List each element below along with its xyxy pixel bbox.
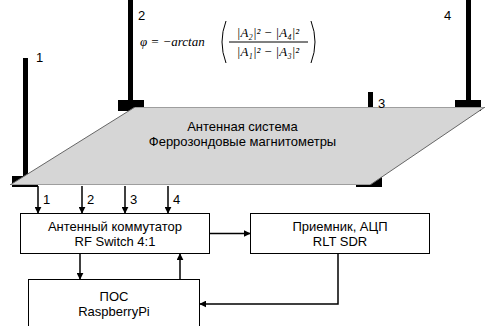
antenna-number: 4 bbox=[444, 8, 451, 23]
raspberry-icon bbox=[170, 283, 185, 304]
antenna-rod bbox=[128, 0, 133, 104]
antenna-number: 3 bbox=[378, 96, 385, 111]
connector-arrow bbox=[37, 186, 39, 213]
antenna-plane: Антенная системаФеррозондовые магнитомет… bbox=[10, 107, 485, 185]
port-number: 2 bbox=[87, 192, 94, 207]
port-number: 4 bbox=[173, 192, 180, 207]
antenna-number: 1 bbox=[36, 50, 43, 65]
formula-bracket bbox=[222, 21, 226, 63]
plane-label: Антенная система bbox=[187, 119, 298, 134]
box-text: Приемник, АЦП RLT SDR bbox=[283, 219, 398, 249]
antenna-rod bbox=[466, 0, 471, 104]
connector-arrow bbox=[210, 233, 250, 235]
port-number: 1 bbox=[43, 192, 50, 207]
connector-arrow bbox=[124, 186, 126, 213]
plane-shape bbox=[10, 107, 485, 185]
process-box: ПОС RaspberryPi bbox=[28, 279, 200, 326]
formula-text: φ = −arctan bbox=[140, 34, 205, 49]
antenna-rod bbox=[368, 92, 373, 180]
connector-arrow bbox=[200, 254, 338, 304]
antenna-base bbox=[118, 100, 144, 111]
antenna-base bbox=[455, 100, 481, 111]
fraction-bar bbox=[229, 42, 308, 43]
antenna-base bbox=[12, 176, 38, 187]
plane-label: Феррозондовые магнитометры bbox=[149, 134, 336, 149]
connector-arrow bbox=[81, 186, 83, 213]
plane-outline bbox=[10, 107, 485, 185]
connector-arrow bbox=[167, 186, 169, 213]
port-number: 3 bbox=[130, 192, 137, 207]
antenna-number: 2 bbox=[138, 8, 145, 23]
connector-arrow bbox=[179, 254, 181, 279]
formula-denominator: |A₁|² − |A₃|² bbox=[237, 44, 299, 59]
formula-bracket bbox=[311, 21, 315, 63]
connector-arrow bbox=[79, 254, 81, 279]
box-text: ПОС RaspberryPi bbox=[72, 289, 157, 319]
antenna-base bbox=[356, 176, 382, 187]
box-text: Антенный коммутатор RF Switch 4:1 bbox=[40, 219, 190, 249]
process-box: Приемник, АЦП RLT SDR bbox=[250, 213, 430, 254]
process-box: Антенный коммутатор RF Switch 4:1 bbox=[20, 213, 210, 254]
antenna-rod bbox=[23, 58, 28, 180]
formula-numerator: |A₂|² − |A₄|² bbox=[237, 25, 299, 40]
